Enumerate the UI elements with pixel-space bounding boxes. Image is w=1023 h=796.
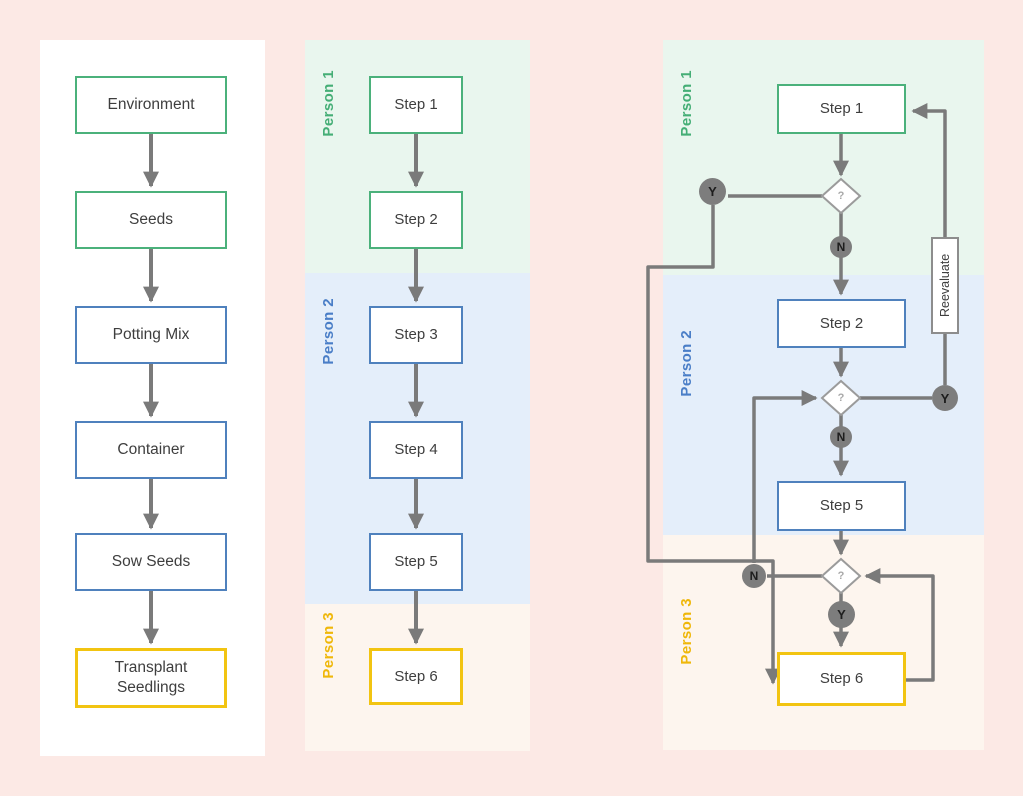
flow-box-potting-mix: Potting Mix [75, 306, 227, 364]
branch-no-circle-3: N [742, 564, 766, 588]
decision-step-6: Step 6 [777, 652, 906, 706]
branch-no-circle-1: N [830, 236, 852, 258]
swimlane-step-1: Step 1 [369, 76, 463, 134]
swimlane-person-1-label: Person 1 [320, 70, 337, 137]
branch-yes-circle-2: Y [932, 385, 958, 411]
decision-person-2-label: Person 2 [678, 330, 695, 397]
decision-question-mark-1: ? [837, 190, 845, 202]
swimlane-person-2-label: Person 2 [320, 298, 337, 365]
swimlane-step-6: Step 6 [369, 648, 463, 705]
swimlane-step-4: Step 4 [369, 421, 463, 479]
reevaluate-edge-label: Reevaluate [931, 237, 959, 334]
decision-step-2: Step 2 [777, 299, 906, 348]
swimlane-step-5: Step 5 [369, 533, 463, 591]
swimlane-step-3: Step 3 [369, 306, 463, 364]
flow-box-environment: Environment [75, 76, 227, 134]
decision-diamond-1 [820, 177, 862, 215]
branch-yes-circle-3: Y [828, 601, 855, 628]
swimlane-step-2: Step 2 [369, 191, 463, 249]
decision-person-1-lane [663, 40, 984, 275]
branch-no-circle-2: N [830, 426, 852, 448]
decision-person-3-label: Person 3 [678, 598, 695, 665]
branch-yes-circle-1: Y [699, 178, 726, 205]
flow-box-container: Container [75, 421, 227, 479]
decision-question-mark-3: ? [837, 570, 845, 582]
decision-person-3-lane [663, 535, 984, 750]
decision-person-1-label: Person 1 [678, 70, 695, 137]
flow-box-sow-seeds: Sow Seeds [75, 533, 227, 591]
decision-step-5: Step 5 [777, 481, 906, 531]
flow-box-transplant-seedlings: Transplant Seedlings [75, 648, 227, 708]
flow-box-seeds: Seeds [75, 191, 227, 249]
decision-diamond-3 [820, 557, 862, 595]
decision-question-mark-2: ? [837, 392, 845, 404]
decision-step-1: Step 1 [777, 84, 906, 134]
decision-diamond-2 [820, 379, 862, 417]
swimlane-person-3-label: Person 3 [320, 612, 337, 679]
